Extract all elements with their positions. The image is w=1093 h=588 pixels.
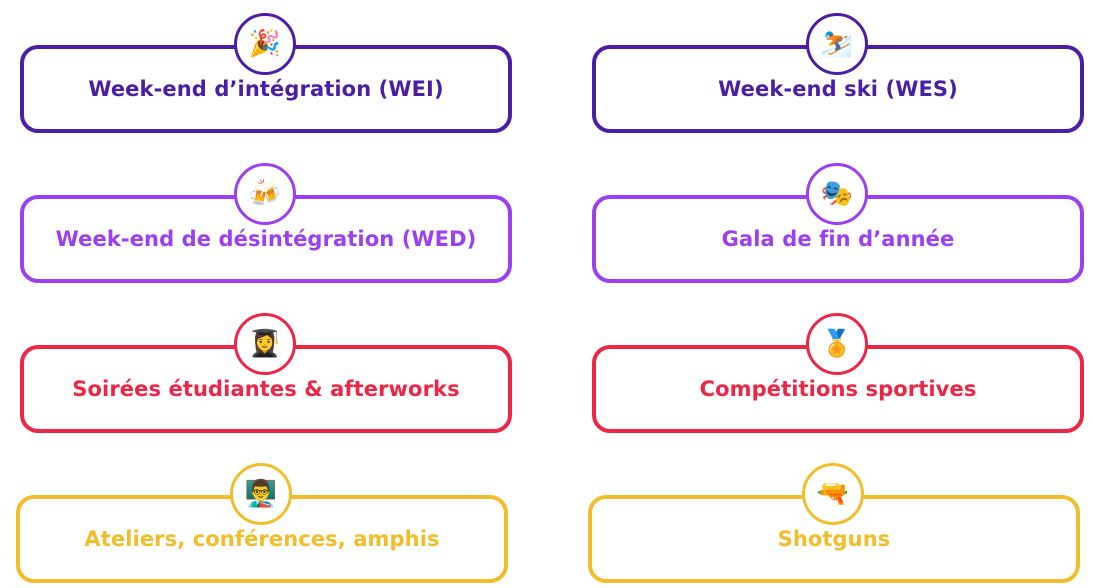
card-ateliers: 👨‍🏫 Ateliers, conférences, amphis	[16, 463, 508, 583]
teacher-icon: 👨‍🏫	[230, 463, 292, 525]
card-shotguns: 🔫 Shotguns	[588, 463, 1080, 583]
card-label: Ateliers, conférences, amphis	[84, 527, 440, 551]
skier-icon: ⛷️	[806, 13, 868, 75]
party-popper-icon: 🎉	[234, 13, 296, 75]
card-label: Gala de fin d’année	[721, 227, 955, 251]
water-pistol-icon: 🔫	[802, 463, 864, 525]
medal-icon: 🏅	[806, 313, 868, 375]
card-label: Soirées étudiantes & afterworks	[72, 377, 460, 401]
card-label: Compétitions sportives	[699, 377, 977, 401]
card-label: Shotguns	[777, 527, 891, 551]
student-icon: 👩‍🎓	[234, 313, 296, 375]
card-label: Week-end de désintégration (WED)	[55, 227, 477, 251]
theater-masks-icon: 🎭	[806, 163, 868, 225]
card-label: Week-end ski (WES)	[718, 77, 958, 101]
card-soirees: 👩‍🎓 Soirées étudiantes & afterworks	[20, 313, 512, 433]
card-wes: ⛷️ Week-end ski (WES)	[592, 13, 1084, 133]
card-wei: 🎉 Week-end d’intégration (WEI)	[20, 13, 512, 133]
card-label: Week-end d’intégration (WEI)	[88, 77, 444, 101]
card-gala: 🎭 Gala de fin d’année	[592, 163, 1084, 283]
card-competitions: 🏅 Compétitions sportives	[592, 313, 1084, 433]
card-wed: 🍻 Week-end de désintégration (WED)	[20, 163, 512, 283]
beer-mugs-icon: 🍻	[234, 163, 296, 225]
